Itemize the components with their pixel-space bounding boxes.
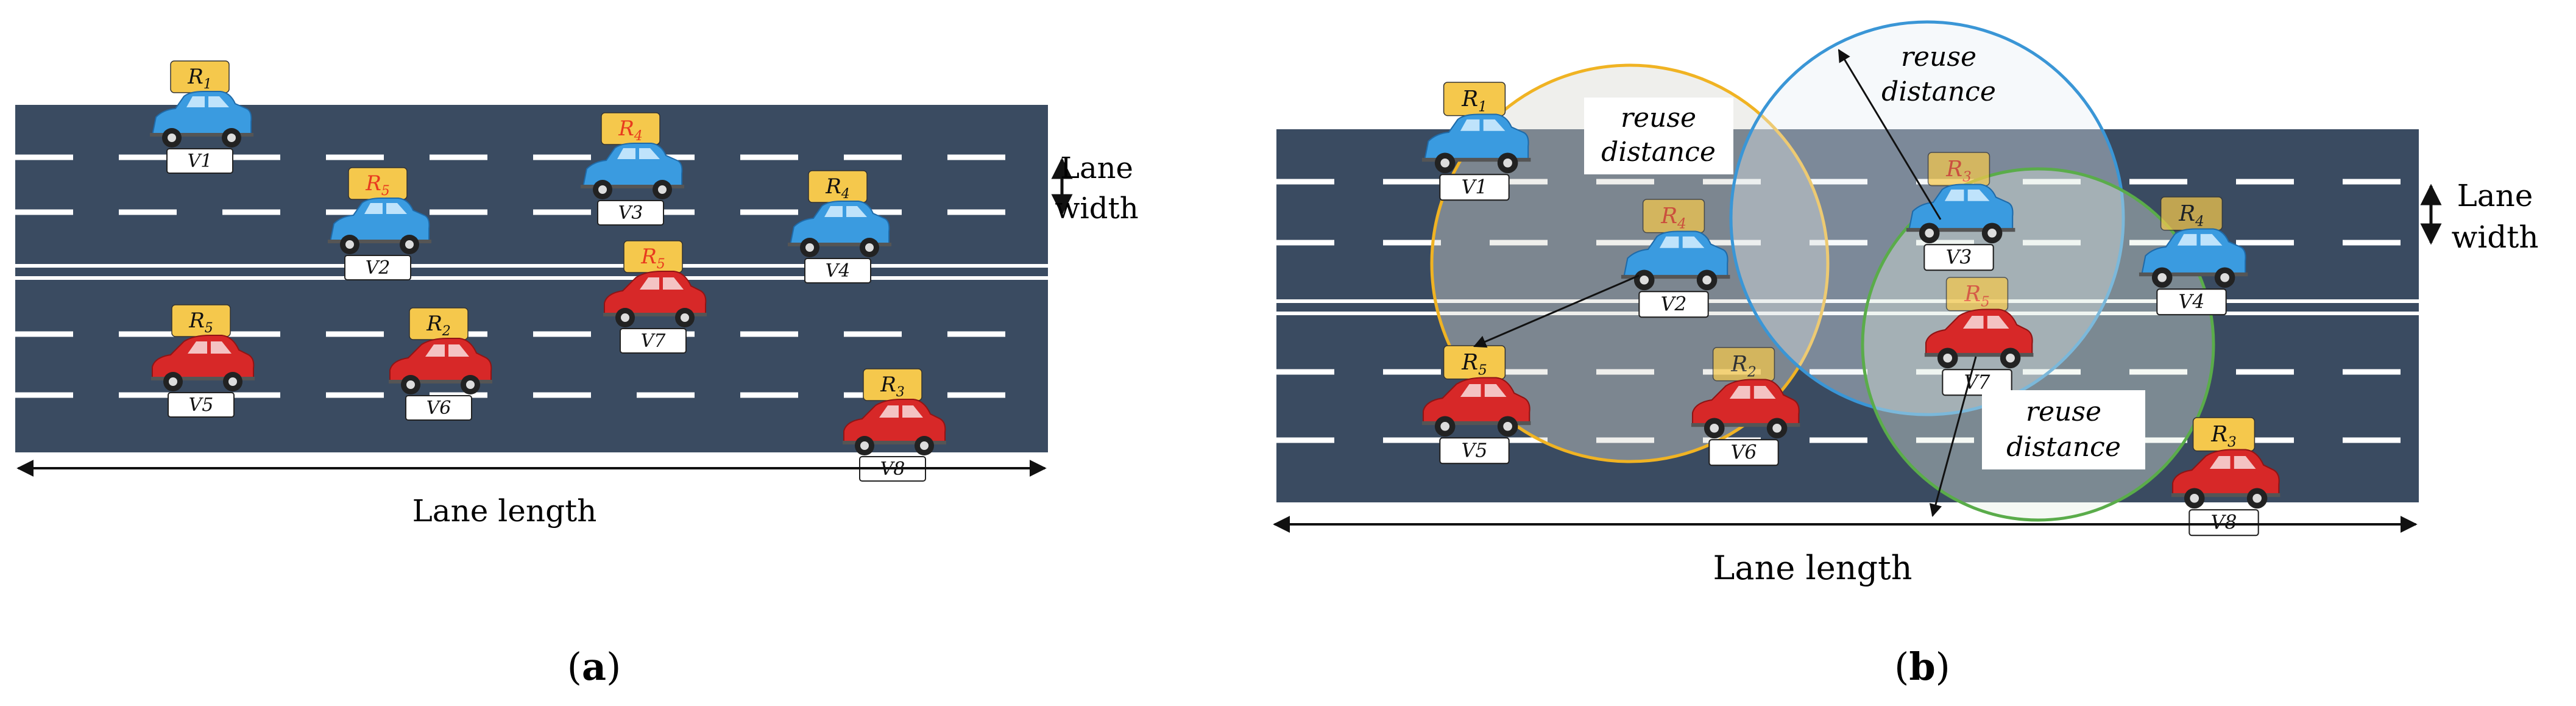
svg-text:V4: V4	[2179, 291, 2205, 313]
svg-text:V5: V5	[1462, 440, 1488, 462]
a-resource-v4: R4	[808, 170, 868, 203]
reuse-arrow-green	[1929, 356, 1977, 518]
caption-a-letter: a	[582, 644, 606, 689]
lane-width-label-a-line1: Lane	[1060, 151, 1133, 185]
lane-markings-b	[1276, 179, 2419, 443]
b-resource-v6: R2	[1712, 347, 1775, 382]
a-resource-v7: R5	[623, 240, 683, 273]
a-vehicle-label-v1: V1	[166, 148, 233, 174]
svg-text:R1: R1	[187, 65, 212, 92]
b-resource-v2: R4	[1642, 199, 1705, 234]
svg-text:V3: V3	[1946, 247, 1972, 269]
svg-text:V1: V1	[1462, 177, 1488, 199]
b-resource-v1: R1	[1443, 82, 1506, 116]
reuse-arrow-blue	[1838, 49, 1942, 220]
b-vehicle-label-v4: V4	[2156, 288, 2227, 316]
reuse-label-blue-line1: reuse	[1901, 41, 1976, 73]
a-resource-v6: R2	[409, 307, 469, 340]
svg-text:V2: V2	[366, 257, 391, 279]
reuse-label-yellow-line1: reuse	[1621, 102, 1696, 134]
a-resource-v2: R5	[348, 167, 408, 200]
svg-text:R4: R4	[825, 174, 850, 202]
b-resource-v3: R3	[1927, 152, 1990, 187]
svg-text:V6: V6	[1731, 442, 1757, 464]
svg-text:R2: R2	[1730, 352, 1757, 380]
a-resource-v5: R5	[171, 304, 231, 337]
svg-text:V7: V7	[641, 330, 667, 352]
reuse-label-green-line1: reuse	[2026, 396, 2101, 427]
b-resource-v7: R5	[1945, 277, 2009, 312]
reuse-label-green-line2: distance	[2006, 432, 2121, 463]
a-vehicle-label-v3: V3	[597, 200, 664, 226]
b-resource-v4: R4	[2160, 196, 2223, 231]
b-vehicle-label-v3: V3	[1923, 244, 1994, 271]
reuse-label-box-green	[1982, 390, 2145, 469]
svg-text:V4: V4	[826, 260, 851, 282]
a-vehicle-label-v7: V7	[620, 328, 687, 354]
lane-length-label-a: Lane length	[412, 493, 597, 529]
caption-a: (a)	[567, 644, 621, 689]
lane-width-label-b-line1: Lane	[2457, 178, 2533, 213]
b-vehicle-label-v1: V1	[1439, 174, 1510, 201]
svg-text:V6: V6	[426, 398, 451, 419]
svg-text:R3: R3	[1945, 157, 1972, 185]
svg-text:V5: V5	[189, 394, 214, 416]
svg-text:V8: V8	[2211, 512, 2237, 534]
svg-text:R5: R5	[188, 308, 213, 336]
a-vehicle-label-v6: V6	[405, 395, 472, 421]
a-resource-v1: R1	[170, 60, 230, 93]
reuse-arrow-yellow	[1473, 274, 1640, 348]
b-vehicle-label-v7: V7	[1942, 369, 2012, 396]
b-vehicle-label-v6: V6	[1708, 439, 1779, 466]
b-vehicle-label-v8: V8	[2189, 509, 2259, 537]
a-vehicle-label-v4: V4	[804, 258, 871, 283]
b-vehicle-label-v2: V2	[1638, 291, 1709, 318]
b-resource-v5: R5	[1443, 345, 1506, 380]
caption-b-letter: b	[1909, 644, 1935, 689]
b-resource-v8: R3	[2192, 417, 2256, 452]
b-vehicle-label-v5: V5	[1439, 437, 1510, 465]
reuse-label-blue-line2: distance	[1881, 76, 1996, 107]
svg-text:V2: V2	[1661, 294, 1687, 316]
reuse-label-box-yellow	[1584, 98, 1733, 174]
svg-text:V3: V3	[618, 202, 643, 224]
a-resource-v3: R4	[601, 112, 660, 145]
lane-width-label-b-line2: width	[2451, 219, 2538, 255]
a-vehicle-label-v2: V2	[344, 255, 411, 280]
caption-b: (b)	[1894, 644, 1950, 689]
lane-width-label-a-line2: width	[1055, 191, 1138, 226]
reuse-label-yellow-line2: distance	[1601, 137, 1716, 168]
svg-text:V1: V1	[188, 151, 213, 172]
lane-length-label-b: Lane length	[1713, 549, 1912, 587]
a-resource-v8: R3	[863, 368, 922, 401]
a-vehicle-label-v5: V5	[168, 392, 235, 418]
